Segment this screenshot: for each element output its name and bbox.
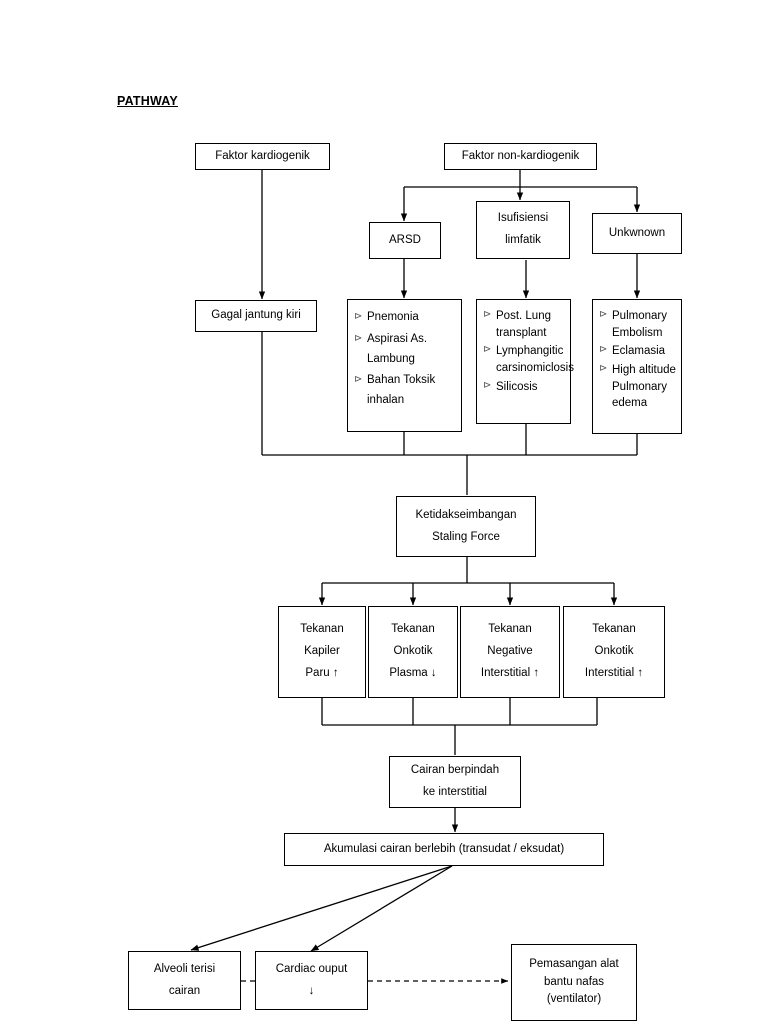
node-pemasangan-ventilator-line-1: bantu nafas [543,975,605,988]
node-ketidakseimbangan-line-1: Staling Force [432,530,500,543]
bullet-icon: ⊳ [599,363,608,375]
list-item-label: High altitude Pulmonary edema [612,364,676,410]
node-pemasangan-ventilator-line-2: (ventilator) [546,993,602,1006]
node-tekanan-onkotik-plasma-line-1: Onkotik [393,645,433,658]
list-item: ⊳ Post. Lung transplant [483,308,566,341]
node-arsd[interactable]: ARSD [369,222,441,259]
list-item-label: Pulmonary Embolism [612,310,667,339]
list-item: ⊳ Eclamasia [599,343,677,360]
node-isufisiensi-limfatik[interactable]: Isufisiensi limfatik [476,201,570,259]
list-item-label: Lymphangitic carsinomiclosis [496,345,574,375]
node-ketidakseimbangan[interactable]: Ketidakseimbangan Staling Force [396,496,536,557]
node-tekanan-kapiler-paru-line-2: Paru ↑ [305,666,339,679]
node-cardiac-ouput-line-1: ↓ [308,984,315,997]
node-tekanan-negative-interstitial-line-0: Tekanan [488,623,532,636]
node-alveoli-terisi-cairan-line-0: Alveoli terisi [153,962,216,975]
bullet-icon: ⊳ [483,344,492,356]
node-cairan-berpindah-line-0: Cairan berpindah [410,764,500,777]
node-tekanan-kapiler-paru[interactable]: Tekanan Kapiler Paru ↑ [278,606,366,698]
node-gagal-jantung-kiri-line-0: Gagal jantung kiri [211,309,301,322]
node-pemasangan-ventilator-line-0: Pemasangan alat [529,957,619,970]
node-tekanan-negative-interstitial-line-1: Negative [487,645,533,658]
node-ketidakseimbangan-line-0: Ketidakseimbangan [415,508,517,521]
list-item: ⊳ Pulmonary Embolism [599,308,677,341]
bullet-icon: ⊳ [354,311,363,322]
node-tekanan-onkotik-interstitial[interactable]: Tekanan Onkotik Interstitial ↑ [563,606,665,698]
list-item: ⊳ Pnemonia [354,308,457,328]
node-faktor-kardiogenik[interactable]: Faktor kardiogenik [195,143,330,170]
list-item-label: Post. Lung transplant [496,310,551,339]
node-arsd-list[interactable]: ⊳ Pnemonia ⊳ Aspirasi As. Lambung ⊳ Baha… [347,299,462,432]
node-tekanan-negative-interstitial-line-2: Interstitial ↑ [480,666,540,679]
bullet-icon: ⊳ [599,344,608,356]
list-item: ⊳ Lymphangitic carsinomiclosis [483,343,574,376]
bullet-icon: ⊳ [483,379,492,391]
node-pemasangan-ventilator[interactable]: Pemasangan alat bantu nafas (ventilator) [511,944,637,1021]
node-tekanan-onkotik-plasma-line-0: Tekanan [391,623,435,636]
node-tekanan-onkotik-plasma-line-2: Plasma ↓ [389,666,437,679]
node-cairan-berpindah[interactable]: Cairan berpindah ke interstitial [389,756,521,808]
node-akumulasi-cairan-line-0: Akumulasi cairan berlebih (transudat / e… [323,842,565,855]
list-item-label: Eclamasia [612,345,666,358]
list-item-label: Silicosis [496,380,538,393]
node-tekanan-onkotik-interstitial-line-1: Onkotik [594,645,634,658]
node-faktor-non-kardiogenik[interactable]: Faktor non-kardiogenik [444,143,597,170]
bullet-icon: ⊳ [354,374,363,386]
node-unkwnown[interactable]: Unkwnown [592,213,682,254]
list-item: ⊳ Aspirasi As. Lambung [354,330,457,370]
list-item: ⊳ Bahan Toksik inhalan [354,371,457,411]
node-gagal-jantung-kiri[interactable]: Gagal jantung kiri [195,300,317,332]
node-cairan-berpindah-line-1: ke interstitial [423,786,487,798]
node-isufisiensi-limfatik-line-0: Isufisiensi [497,212,549,225]
bullet-icon: ⊳ [354,332,363,344]
node-arsd-line-0: ARSD [389,233,421,246]
node-tekanan-kapiler-paru-line-0: Tekanan [300,623,344,636]
node-limfatik-list[interactable]: ⊳ Post. Lung transplant ⊳ Lymphangitic c… [476,299,574,424]
list-item: ⊳ High altitude Pulmonary edema [599,362,677,412]
node-cardiac-ouput-line-0: Cardiac ouput [275,962,348,975]
node-faktor-kardiogenik-line-0: Faktor kardiogenik [215,149,310,162]
edge-akumulasi-to-alveoli [190,865,453,951]
list-item-label: Aspirasi As. Lambung [367,332,428,365]
node-tekanan-onkotik-interstitial-line-0: Tekanan [592,623,636,636]
node-tekanan-onkotik-interstitial-line-2: Interstitial ↑ [584,666,644,679]
edge-akumulasi-to-cardiac [310,865,453,952]
node-tekanan-kapiler-paru-line-1: Kapiler [304,645,340,658]
page-title: PATHWAY [117,94,178,108]
list-item: ⊳ Silicosis [483,379,566,396]
node-faktor-non-kardiogenik-line-0: Faktor non-kardiogenik [461,149,580,162]
node-tekanan-onkotik-plasma[interactable]: Tekanan Onkotik Plasma ↓ [368,606,458,698]
bullet-icon: ⊳ [483,309,492,320]
node-alveoli-terisi-cairan-line-1: cairan [168,984,201,997]
node-unknown-list[interactable]: ⊳ Pulmonary Embolism ⊳ Eclamasia ⊳ High … [592,299,682,434]
node-alveoli-terisi-cairan[interactable]: Alveoli terisi cairan [128,951,241,1010]
bullet-icon: ⊳ [599,309,608,320]
node-isufisiensi-limfatik-line-1: limfatik [505,234,541,246]
node-cardiac-ouput[interactable]: Cardiac ouput ↓ [255,951,368,1010]
list-item-label: Pnemonia [367,311,419,323]
node-tekanan-negative-interstitial[interactable]: Tekanan Negative Interstitial ↑ [460,606,560,698]
node-akumulasi-cairan[interactable]: Akumulasi cairan berlebih (transudat / e… [284,833,604,866]
node-unkwnown-line-0: Unkwnown [608,226,666,239]
list-item-label: Bahan Toksik inhalan [367,374,436,407]
